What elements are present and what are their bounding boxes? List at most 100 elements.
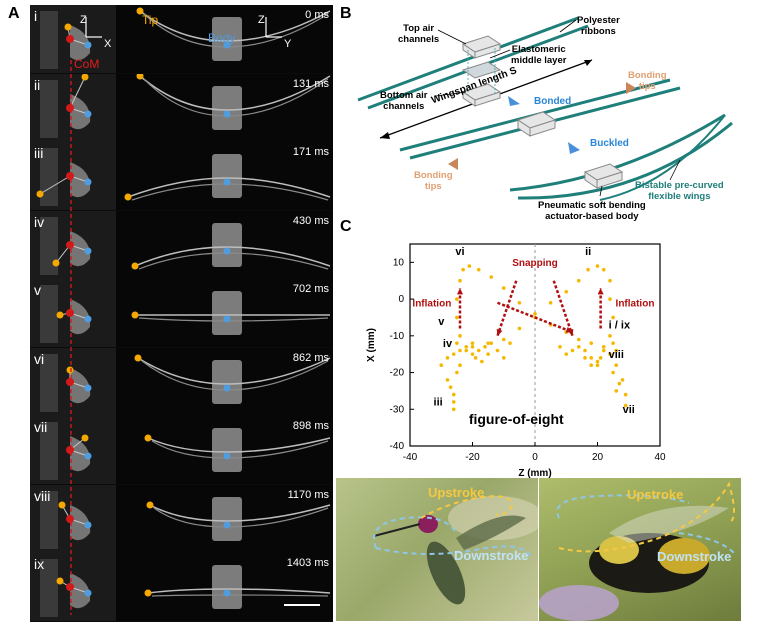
data-point bbox=[589, 363, 594, 367]
data-point bbox=[455, 297, 459, 301]
annotation-center: figure-of-eight bbox=[469, 411, 564, 427]
inflation-arrow-left-head bbox=[456, 288, 464, 295]
annotation-left-low: iv bbox=[443, 338, 453, 350]
data-point bbox=[458, 334, 462, 338]
com-marker bbox=[66, 172, 74, 180]
data-point bbox=[470, 345, 475, 349]
axis-overlay bbox=[70, 17, 320, 615]
com-marker bbox=[66, 377, 74, 386]
frame-drawing bbox=[40, 285, 330, 343]
data-point bbox=[455, 341, 459, 345]
panel-label-c: C bbox=[340, 218, 352, 235]
data-point bbox=[570, 348, 575, 353]
panel-label-a: A bbox=[8, 5, 20, 22]
com-marker bbox=[66, 514, 74, 523]
data-point bbox=[614, 363, 619, 367]
top-air-channels-label: Top air channels bbox=[398, 23, 440, 45]
frame-time: 430 ms bbox=[292, 214, 329, 227]
data-point bbox=[589, 341, 594, 345]
data-point bbox=[455, 315, 459, 320]
frame-time: 171 ms bbox=[292, 146, 329, 158]
data-point bbox=[623, 403, 628, 408]
data-point bbox=[464, 348, 469, 353]
data-point bbox=[455, 370, 459, 375]
y-tick-label: 10 bbox=[393, 257, 405, 268]
tip-marker-side bbox=[64, 23, 72, 31]
data-point bbox=[439, 363, 444, 367]
data-point bbox=[476, 348, 481, 353]
body-marker-side bbox=[84, 315, 92, 323]
data-point bbox=[558, 345, 562, 349]
data-point bbox=[533, 311, 537, 316]
y-tick-label: 0 bbox=[398, 294, 404, 305]
data-point bbox=[461, 267, 465, 272]
data-point bbox=[451, 400, 456, 404]
com-marker bbox=[66, 240, 74, 249]
data-point bbox=[517, 300, 522, 305]
body-marker-front bbox=[223, 452, 231, 460]
frame-iii: iii 171 ms bbox=[30, 142, 333, 210]
data-point bbox=[598, 356, 603, 360]
e-downstroke-label: Downstroke bbox=[657, 549, 732, 564]
annotation-snapping: Snapping bbox=[512, 258, 558, 269]
data-point bbox=[620, 378, 625, 382]
data-point bbox=[589, 356, 594, 360]
bonding-tips-top-label: Bonding tips bbox=[628, 70, 667, 92]
data-point bbox=[445, 356, 450, 360]
data-point bbox=[458, 348, 462, 353]
body-marker-front bbox=[223, 110, 231, 117]
x-axis-label: Z (mm) bbox=[518, 468, 551, 479]
com-marker bbox=[66, 446, 74, 454]
frame-index: v bbox=[34, 282, 41, 298]
data-point bbox=[617, 381, 622, 386]
annotation-right-top: ii bbox=[585, 246, 591, 258]
polyester-ribbons-label: Polyester ribbons bbox=[577, 15, 620, 37]
body-marker-side bbox=[84, 589, 92, 597]
com-label: CoM bbox=[74, 57, 100, 71]
data-point bbox=[476, 267, 481, 272]
y-tick-label: -40 bbox=[390, 441, 405, 452]
elastomeric-layer-label: Elastomeric middle layer bbox=[511, 44, 567, 66]
data-point bbox=[583, 356, 587, 360]
x-tick-label: 20 bbox=[592, 452, 604, 463]
frame-index: iv bbox=[34, 213, 45, 230]
frame-drawing bbox=[40, 559, 331, 617]
d-downstroke-label: Downstroke bbox=[454, 548, 529, 563]
bistable-wings-label: Bistable pre-curved flexible wings bbox=[635, 180, 724, 202]
annotation-right-bottom: vii bbox=[623, 404, 635, 416]
frame-time: 898 ms bbox=[292, 420, 329, 432]
data-point bbox=[595, 264, 600, 268]
annotation-inflation-left: Inflation bbox=[412, 298, 451, 309]
data-point bbox=[576, 345, 581, 349]
data-point bbox=[501, 337, 506, 342]
data-point bbox=[548, 300, 553, 305]
frame-index: iii bbox=[34, 145, 44, 161]
data-point bbox=[489, 341, 494, 345]
data-point bbox=[608, 334, 612, 338]
data-point bbox=[611, 315, 615, 320]
com-marker bbox=[66, 35, 74, 43]
data-point bbox=[614, 348, 619, 353]
data-point bbox=[451, 352, 456, 356]
frame-index: vi bbox=[34, 350, 45, 367]
y-tick-label: -20 bbox=[390, 368, 405, 379]
snapping-arrow-left-head bbox=[496, 328, 503, 336]
x-tick-label: 40 bbox=[654, 452, 666, 463]
body-marker-side bbox=[84, 41, 92, 49]
body-marker-front bbox=[223, 41, 231, 49]
frame-drawing bbox=[40, 7, 331, 69]
data-point bbox=[601, 267, 606, 272]
frame-time: 1170 ms bbox=[287, 488, 329, 501]
e-upstroke-label: Upstroke bbox=[627, 487, 684, 502]
body-marker-front bbox=[223, 178, 231, 186]
data-point bbox=[480, 359, 484, 364]
annotation-left-bottom: iii bbox=[434, 397, 443, 409]
data-point bbox=[595, 359, 600, 364]
body-marker-side bbox=[84, 110, 92, 117]
annotation-right-mid: i / ix bbox=[609, 319, 631, 331]
